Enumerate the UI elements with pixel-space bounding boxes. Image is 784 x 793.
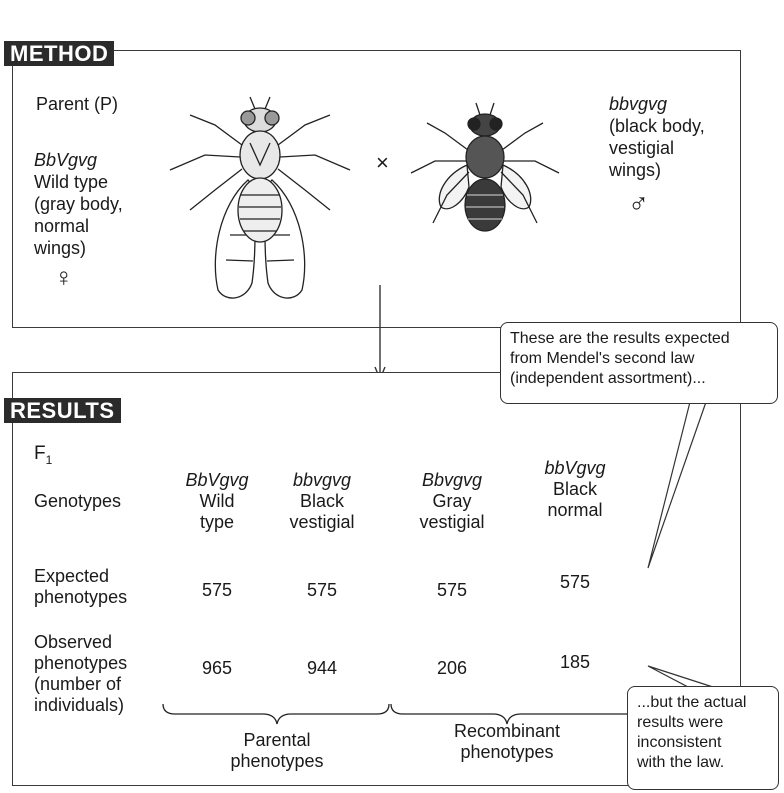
- actual-callout-line-1: ...but the actual: [637, 693, 769, 713]
- actual-callout-line-2: results were: [637, 713, 769, 733]
- expected-callout-line-3: (independent assortment)...: [510, 369, 768, 389]
- actual-callout: ...but the actual results were inconsist…: [627, 686, 779, 790]
- expected-callout-line-2: from Mendel's second law: [510, 349, 768, 369]
- actual-callout-line-3: inconsistent: [637, 733, 769, 753]
- expected-callout-line-1: These are the results expected: [510, 329, 768, 349]
- actual-callout-line-4: with the law.: [637, 753, 769, 773]
- expected-callout: These are the results expected from Mend…: [500, 322, 778, 404]
- actual-callout-pointer: [648, 666, 716, 688]
- expected-callout-pointer: [648, 402, 706, 568]
